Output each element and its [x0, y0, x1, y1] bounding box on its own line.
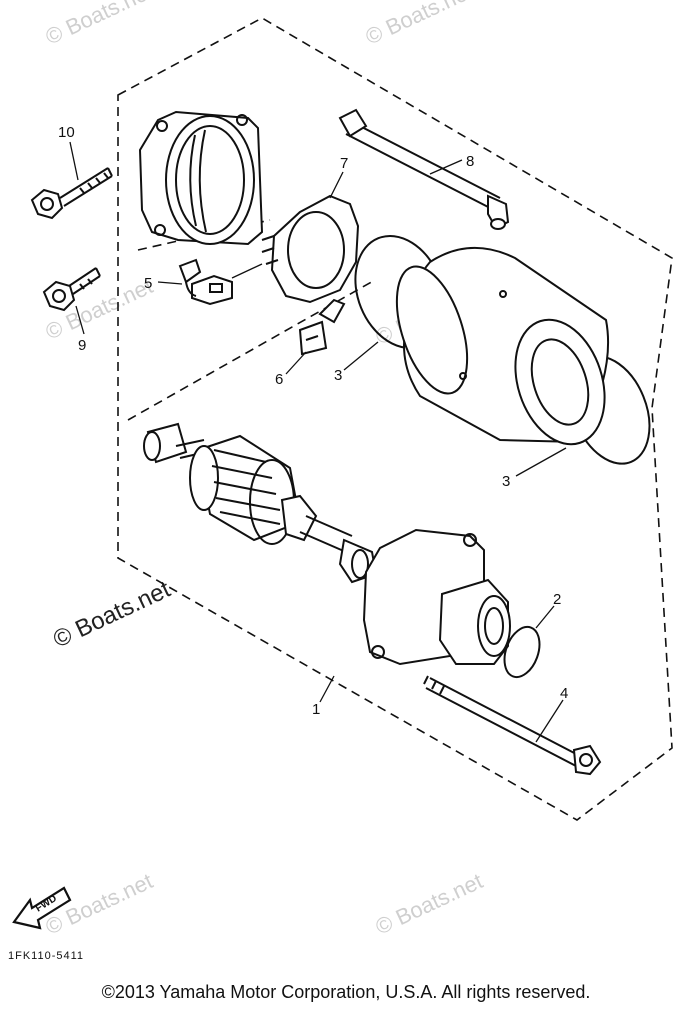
leader-line [319, 675, 335, 703]
front-cover [362, 528, 511, 666]
callout-2: 2 [553, 591, 561, 608]
leader-line [157, 281, 183, 285]
leader-line [69, 141, 79, 181]
leader-line [429, 159, 463, 175]
watermark: © Boats.net [42, 0, 157, 50]
armature [143, 422, 378, 584]
bolt-9 [42, 267, 101, 312]
o-ring-2 [503, 625, 541, 679]
copyright-notice: ©2013 Yamaha Motor Corporation, U.S.A. A… [101, 982, 591, 1002]
leader-line [75, 305, 85, 335]
leader-line [285, 351, 307, 375]
callout-5: 5 [144, 275, 152, 292]
callout-9: 9 [78, 337, 86, 354]
motor-yoke [395, 247, 610, 446]
leader-line [515, 447, 567, 477]
part-code: 1FK110-5411 [8, 950, 85, 962]
through-bolt-4 [423, 675, 602, 776]
assembly-outline [117, 17, 673, 821]
callout-8: 8 [466, 153, 474, 170]
watermark-large: © Boats.net [49, 576, 175, 654]
brush-plate-7 [261, 194, 360, 304]
brush-6 [298, 298, 346, 356]
callout-1: 1 [312, 701, 320, 718]
callout-6: 6 [275, 371, 283, 388]
watermark: © Boats.net [372, 868, 487, 939]
leader-line [231, 263, 263, 279]
hose-8 [338, 108, 510, 230]
leader-line [343, 341, 379, 371]
watermark: © Boats.net [362, 0, 477, 50]
callout-3-rear: 3 [502, 473, 510, 490]
bolt-10 [30, 167, 113, 220]
callout-7: 7 [340, 155, 348, 172]
leader-line [535, 699, 564, 743]
callout-3-front: 3 [334, 367, 342, 384]
leader-line [329, 171, 344, 199]
brush-holder-5 [178, 258, 233, 306]
callout-10: 10 [58, 124, 75, 141]
assembly-guide-line [127, 279, 376, 421]
rear-cover [138, 110, 264, 246]
callout-4: 4 [560, 685, 568, 702]
leader-line [535, 605, 555, 629]
